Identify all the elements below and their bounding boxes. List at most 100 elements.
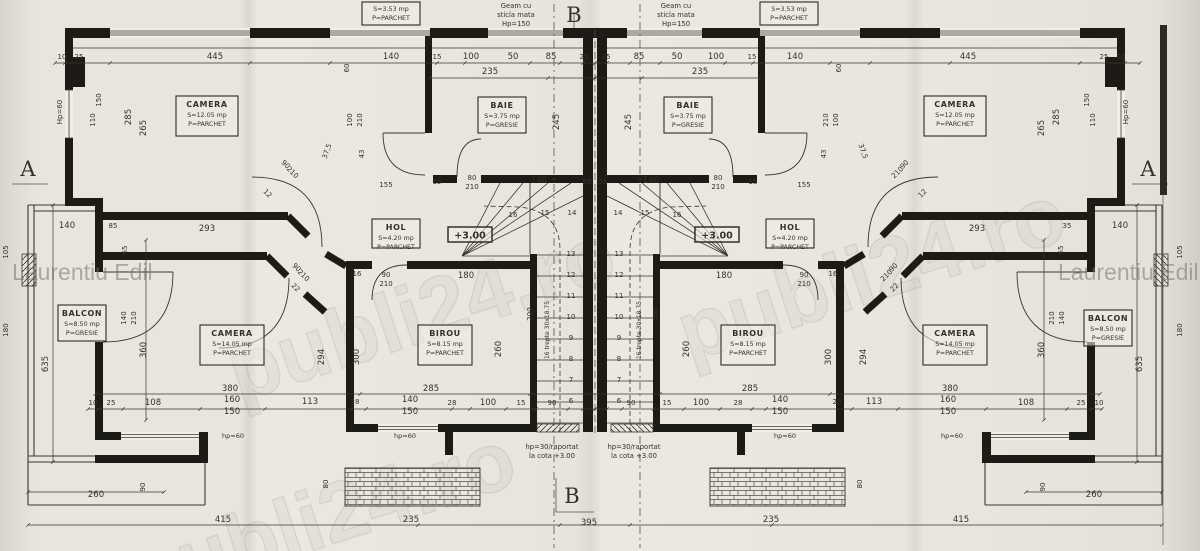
- dimension-label: 210: [797, 280, 810, 288]
- room-label-box: [765, 218, 815, 249]
- dimension-label: 105: [1176, 245, 1184, 258]
- dimension-label: 12: [917, 188, 929, 200]
- dimension-label: 260: [88, 490, 104, 500]
- dimension-label: 150: [772, 407, 788, 417]
- room-label-box: [477, 96, 527, 134]
- dimension-label: 380: [942, 384, 958, 394]
- dimension-label: 100: [693, 398, 709, 408]
- dimension-label: 35: [1063, 222, 1072, 230]
- dimension-label: 10: [58, 53, 67, 61]
- room-area: S=4.20 mp: [378, 235, 413, 242]
- room-label-box: [361, 1, 421, 26]
- dimension-label: 100: [463, 52, 479, 62]
- dimension-label: 6: [617, 397, 622, 405]
- dimension-label: 16: [509, 211, 518, 219]
- dimension-label: 15: [433, 53, 442, 61]
- room-name: CAMERA: [186, 100, 228, 109]
- level-labels: +3.00+3.00: [447, 226, 740, 243]
- dimension-lines: [26, 61, 1164, 527]
- dimension-label: 11: [615, 292, 624, 300]
- dimension-label: 245: [624, 114, 634, 130]
- dimension-label: Hp=60: [56, 100, 64, 124]
- room-label-box: [199, 324, 265, 366]
- room-area: S=3.53 mp: [771, 6, 806, 13]
- dimension-label: 15: [517, 399, 526, 407]
- dimension-label: 445: [207, 52, 223, 62]
- dimension-label: 15: [641, 209, 650, 217]
- room-area: S=3.53 mp: [373, 6, 408, 13]
- dimension-label: 105: [2, 245, 10, 258]
- dimension-label: 285: [1052, 109, 1062, 125]
- note-line: la cota +3.00: [611, 452, 657, 460]
- dimension-label: 150: [224, 407, 240, 417]
- dimension-label: 10: [1095, 399, 1104, 407]
- dimension-label: 140: [787, 52, 803, 62]
- dimension-label: 285: [742, 384, 758, 394]
- room-floor: P=GRESIE: [672, 122, 704, 129]
- dimension-label: 235: [403, 515, 419, 525]
- dimension-label: 60: [343, 64, 351, 73]
- dimension-label: 300: [824, 349, 834, 365]
- room-area: S=12.05 mp: [187, 112, 226, 119]
- dimension-label: 108: [145, 398, 161, 408]
- dimension-label: 9: [569, 334, 573, 342]
- room-floor: P=PARCHET: [729, 350, 767, 357]
- dimension-label: 13: [567, 250, 576, 258]
- dimension-label: 13: [615, 250, 624, 258]
- dimension-label: 150: [1083, 93, 1091, 106]
- dimension-label: 90: [290, 262, 302, 274]
- room-label-box: [720, 324, 776, 366]
- dimension-label: 108: [1018, 398, 1034, 408]
- dimension-label: 180: [716, 271, 732, 281]
- dimension-label: 50: [508, 52, 519, 62]
- dimension-label: 415: [215, 515, 231, 525]
- dimension-label: 265: [1037, 120, 1047, 136]
- dimension-label: 16: [673, 211, 682, 219]
- dimension-label: 90: [279, 159, 291, 171]
- dimension-label: 100: [480, 398, 496, 408]
- dimension-label: 90: [888, 262, 900, 274]
- room-name: BAIE: [676, 101, 699, 110]
- dimension-label: 294: [317, 349, 327, 365]
- room-area: S=8.15 mp: [427, 341, 462, 348]
- room-label-box: [922, 324, 988, 366]
- dimension-label: 90: [800, 271, 809, 279]
- dimension-label: 294: [859, 349, 869, 365]
- room-label-box: [57, 304, 107, 342]
- section-marker-a: A: [19, 157, 36, 181]
- dimension-label: 7: [617, 376, 621, 384]
- dimension-label: 180: [1176, 323, 1184, 336]
- dimension-label: 6: [569, 397, 574, 405]
- note-line: Geam cu: [501, 2, 531, 10]
- dimension-label: 14: [568, 209, 577, 217]
- scan-edge-shadow: [1160, 25, 1167, 195]
- dimension-label: 293: [969, 224, 985, 234]
- room-area: S=8.50 mp: [64, 321, 99, 328]
- dimension-label: 85: [634, 52, 645, 62]
- note-line: la cota +3.00: [529, 452, 575, 460]
- dimension-label: 25: [580, 53, 589, 61]
- room-floor: P=PARCHET: [377, 244, 415, 251]
- room-name: BIROU: [429, 329, 461, 338]
- room-area: S=12.05 mp: [935, 112, 974, 119]
- room-floor: P=PARCHET: [936, 121, 974, 128]
- dimension-label: 80: [322, 480, 330, 489]
- dimension-label: 150: [95, 93, 103, 106]
- dimension-label: hp=60: [222, 432, 244, 440]
- watermark-left: Laurentiu Edil: [12, 259, 153, 285]
- dimension-label: 8: [569, 355, 573, 363]
- room-floor: P=GRESIE: [66, 330, 98, 337]
- room-area: S=14.05 mp: [935, 341, 974, 348]
- dimension-label: 113: [866, 397, 882, 407]
- level-label-box: [447, 226, 493, 243]
- dimension-label: 100: [708, 52, 724, 62]
- dimension-label: 14: [614, 209, 623, 217]
- dimension-label: 210: [130, 311, 138, 324]
- dimension-label: 22: [289, 282, 301, 294]
- dimension-label: 380: [222, 384, 238, 394]
- dimension-label: 90: [382, 271, 391, 279]
- dimension-label: 60: [835, 64, 843, 73]
- dimension-label: 28: [833, 398, 842, 406]
- dimension-label: 16: [353, 270, 362, 278]
